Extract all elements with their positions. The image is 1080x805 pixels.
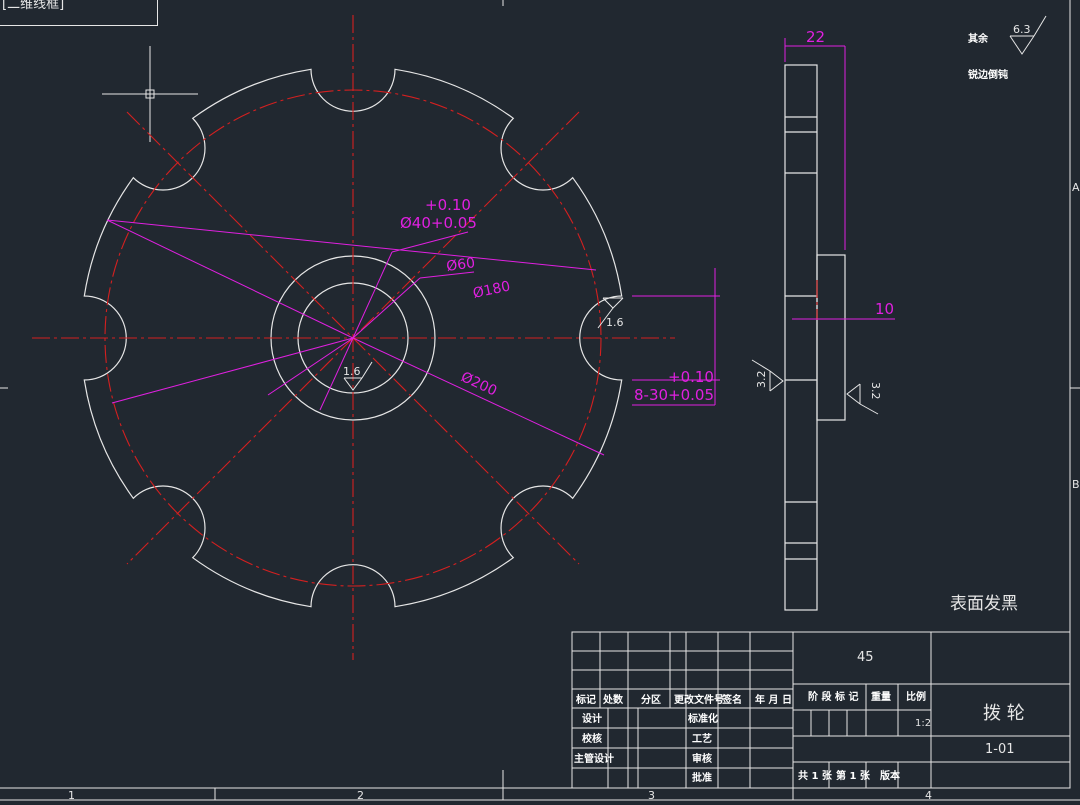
hub-diameter-label: Ø60 — [445, 255, 476, 275]
slot-tolerance-upper: +0.10 — [668, 368, 714, 386]
scale-label: 比例 — [906, 690, 926, 703]
header-change-doc: 更改文件号 — [674, 693, 724, 706]
header-date: 年 月 日 — [755, 693, 792, 706]
surface-treatment-note: 表面发黑 — [950, 594, 1018, 614]
roughness-symbol-face-left-icon — [751, 359, 784, 392]
deburr-note: 锐边倒钝 — [968, 68, 1008, 81]
roughness-face-right-value: 3.2 — [869, 382, 882, 400]
process-label: 工艺 — [692, 732, 712, 745]
bore-diameter-label: Ø40+0.05 — [400, 214, 477, 232]
side-dimensions: 22 10 — [784, 28, 895, 320]
roughness-symbol-general-icon — [1009, 15, 1047, 55]
zone-number-4: 4 — [925, 789, 932, 802]
material-value: 45 — [857, 650, 874, 665]
scale-value: 1:2 — [915, 718, 931, 729]
version-label: 版本 — [880, 769, 901, 782]
roughness-symbol-face-right-icon — [846, 383, 879, 415]
general-roughness-prefix: 其余 — [968, 32, 989, 45]
zone-letter-b: B — [1072, 478, 1080, 491]
header-mark: 标记 — [575, 693, 596, 706]
zone-letter-a: A — [1072, 181, 1080, 194]
front-dimensions: +0.10 Ø40+0.05 Ø60 Ø180 Ø200 +0.10 8-30+… — [106, 196, 720, 456]
title-block-labels: 标记 处数 分区 更改文件号 签名 年 月 日 阶 段 标 记 重量 比例 设计… — [574, 690, 926, 784]
chief-design-label: 主管设计 — [574, 752, 614, 765]
weight-label: 重量 — [871, 690, 891, 703]
roughness-general-value: 6.3 — [1013, 23, 1031, 36]
roughness-slot-value: 1.6 — [606, 316, 624, 329]
sheets-total: 共 1 张 — [798, 769, 833, 782]
hub-offset-dimension: 10 — [875, 300, 894, 318]
pitch-diameter-label: Ø180 — [472, 278, 512, 301]
roughness-face-left-value: 3.2 — [755, 371, 768, 389]
outer-diameter-label: Ø200 — [458, 369, 499, 399]
crosshair-cursor-icon — [102, 46, 198, 142]
bore-tolerance-upper: +0.10 — [425, 196, 471, 214]
roughness-bore-value: 1.6 — [343, 365, 361, 378]
drawing-number: 1-01 — [985, 742, 1015, 757]
viewport-label[interactable]: [二维线框] — [0, 0, 158, 26]
review-label: 审核 — [692, 752, 712, 765]
zone-number-1: 1 — [68, 789, 75, 802]
wheel-outline[interactable] — [83, 68, 623, 608]
design-label: 设计 — [582, 712, 602, 725]
slot-width-label: 8-30+0.05 — [634, 386, 714, 404]
side-body[interactable] — [784, 64, 818, 611]
approve-label: 批准 — [692, 771, 712, 784]
part-name: 拨 轮 — [983, 703, 1025, 724]
check-label: 校核 — [582, 732, 602, 745]
standardization-label: 标准化 — [687, 712, 718, 725]
side-hub[interactable] — [816, 254, 846, 421]
title-block[interactable] — [571, 631, 1071, 789]
sheet-number: 第 1 张 — [836, 769, 871, 782]
roughness-symbol-slot-icon — [597, 297, 624, 329]
header-signature: 签名 — [721, 693, 742, 706]
side-view[interactable] — [784, 64, 846, 611]
roughness-symbol-bore-icon — [343, 361, 373, 391]
header-count: 处数 — [602, 693, 624, 706]
zone-number-3: 3 — [648, 789, 655, 802]
header-zone: 分区 — [641, 693, 661, 706]
stage-mark-label: 阶 段 标 记 — [808, 690, 858, 703]
zone-number-2: 2 — [357, 789, 364, 802]
width-dimension: 22 — [806, 28, 825, 46]
